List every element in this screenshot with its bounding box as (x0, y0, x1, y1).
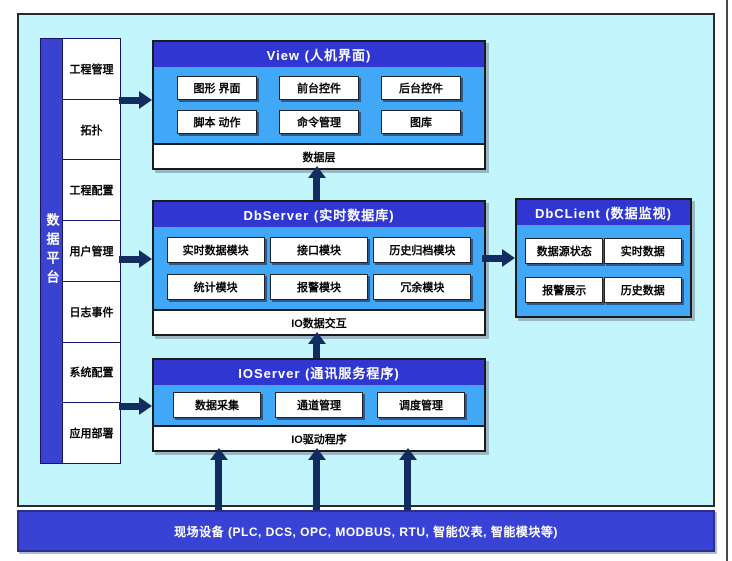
menu-item-topology: 拓扑 (63, 100, 120, 161)
dbserver-module-alarm: 报警模块 (269, 273, 368, 300)
menu-item-log-events: 日志事件 (63, 282, 120, 343)
arrow-head-icon (308, 166, 326, 178)
arrow-head-icon (139, 91, 152, 109)
platform-menu: 工程管理 拓扑 工程配置 用户管理 日志事件 系统配置 应用部署 (62, 38, 121, 464)
view-body: 图形 界面 前台控件 后台控件 脚本 动作 命令管理 图库 (154, 67, 484, 143)
dbclient-module-history-data: 历史数据 (603, 277, 682, 304)
view-block: View (人机界面) 图形 界面 前台控件 后台控件 脚本 动作 命令管理 图… (152, 40, 486, 170)
ioserver-module-channel-management: 通道管理 (275, 392, 363, 418)
dbserver-body: 实时数据模块 接口模块 历史归档模块 统计模块 报警模块 冗余模块 (154, 227, 484, 309)
arrow-head-icon (210, 448, 228, 460)
view-module-graphic-interface: 图形 界面 (177, 76, 257, 100)
arrow-shaft (215, 459, 222, 510)
menu-item-system-config: 系统配置 (63, 343, 120, 404)
view-module-script-actions: 脚本 动作 (177, 110, 257, 134)
dbserver-title: DbServer (实时数据库) (154, 202, 484, 227)
ioserver-module-dispatch-management: 调度管理 (377, 392, 465, 418)
arrow-head-icon (308, 332, 326, 344)
dbserver-io-exchange-strip: IO数据交互 (154, 309, 484, 334)
arrow-shaft (313, 459, 320, 510)
dbclient-module-alarm-display: 报警展示 (525, 277, 604, 304)
arrow-dbserver-to-dbclient (482, 249, 515, 267)
menu-item-app-deploy: 应用部署 (69, 428, 114, 441)
view-data-layer-strip: 数据层 (154, 143, 484, 168)
dbserver-block: DbServer (实时数据库) 实时数据模块 接口模块 历史归档模块 统计模块… (152, 200, 486, 336)
arrow-shaft (313, 177, 320, 200)
menu-item-project-management: 工程管理 (63, 39, 120, 100)
arrow-head-icon (399, 448, 417, 460)
arrow-devices-to-ioserver-left (210, 448, 228, 510)
dbserver-module-statistics: 统计模块 (166, 273, 265, 300)
arrow-shaft (119, 256, 140, 263)
dbclient-body: 数据源状态 实时数据 报警展示 历史数据 (517, 225, 690, 316)
arrow-head-icon (502, 249, 515, 267)
view-module-foreground-controls: 前台控件 (279, 76, 359, 100)
menu-item-project-config: 工程配置 (63, 160, 120, 222)
view-title: View (人机界面) (154, 42, 484, 67)
dbclient-title: DbCLient (数据监视) (517, 200, 690, 225)
arrow-shaft (482, 255, 503, 262)
arrow-menu-to-view (119, 91, 152, 109)
arrow-menu-to-dbserver (119, 250, 152, 268)
dbserver-module-realtime-data: 实时数据模块 (166, 236, 265, 263)
menu-item-user-management: 用户管理 (63, 221, 120, 282)
view-module-gallery: 图库 (381, 110, 461, 134)
arrow-head-icon (139, 250, 152, 268)
arrow-dbserver-to-view (308, 166, 326, 200)
arrow-head-icon (308, 448, 326, 460)
field-devices-bar: 现场设备 (PLC, DCS, OPC, MODBUS, RTU, 智能仪表, … (17, 510, 715, 552)
dbclient-module-datasource-status: 数据源状态 (525, 237, 604, 264)
arrow-devices-to-ioserver-center (308, 448, 326, 510)
view-module-background-controls: 后台控件 (381, 76, 461, 100)
ioserver-module-data-acquisition: 数据采集 (173, 392, 261, 418)
arrow-shaft (119, 97, 140, 104)
dbserver-module-history-archive: 历史归档模块 (373, 236, 472, 263)
arrow-shaft (313, 343, 320, 358)
arrow-menu-to-ioserver (119, 397, 152, 415)
arrow-devices-to-ioserver-right (399, 448, 417, 510)
arrow-shaft (119, 403, 140, 410)
view-module-command-management: 命令管理 (279, 110, 359, 134)
data-platform-bar: 数据平台 (40, 38, 64, 464)
dbserver-module-redundancy: 冗余模块 (373, 273, 472, 300)
dbclient-module-realtime-data: 实时数据 (603, 237, 682, 264)
arrow-shaft (404, 459, 411, 510)
ioserver-title: IOServer (通讯服务程序) (154, 360, 484, 385)
dbserver-module-interface: 接口模块 (269, 236, 368, 263)
ioserver-body: 数据采集 通道管理 调度管理 (154, 385, 484, 425)
ioserver-block: IOServer (通讯服务程序) 数据采集 通道管理 调度管理 IO驱动程序 (152, 358, 486, 452)
arrow-ioserver-to-dbserver (308, 332, 326, 358)
data-platform-label: 数据平台 (44, 213, 60, 289)
dbclient-block: DbCLient (数据监视) 数据源状态 实时数据 报警展示 历史数据 (515, 198, 692, 318)
arrow-head-icon (139, 397, 152, 415)
ioserver-driver-strip: IO驱动程序 (154, 425, 484, 450)
page-edge-line (726, 0, 728, 561)
